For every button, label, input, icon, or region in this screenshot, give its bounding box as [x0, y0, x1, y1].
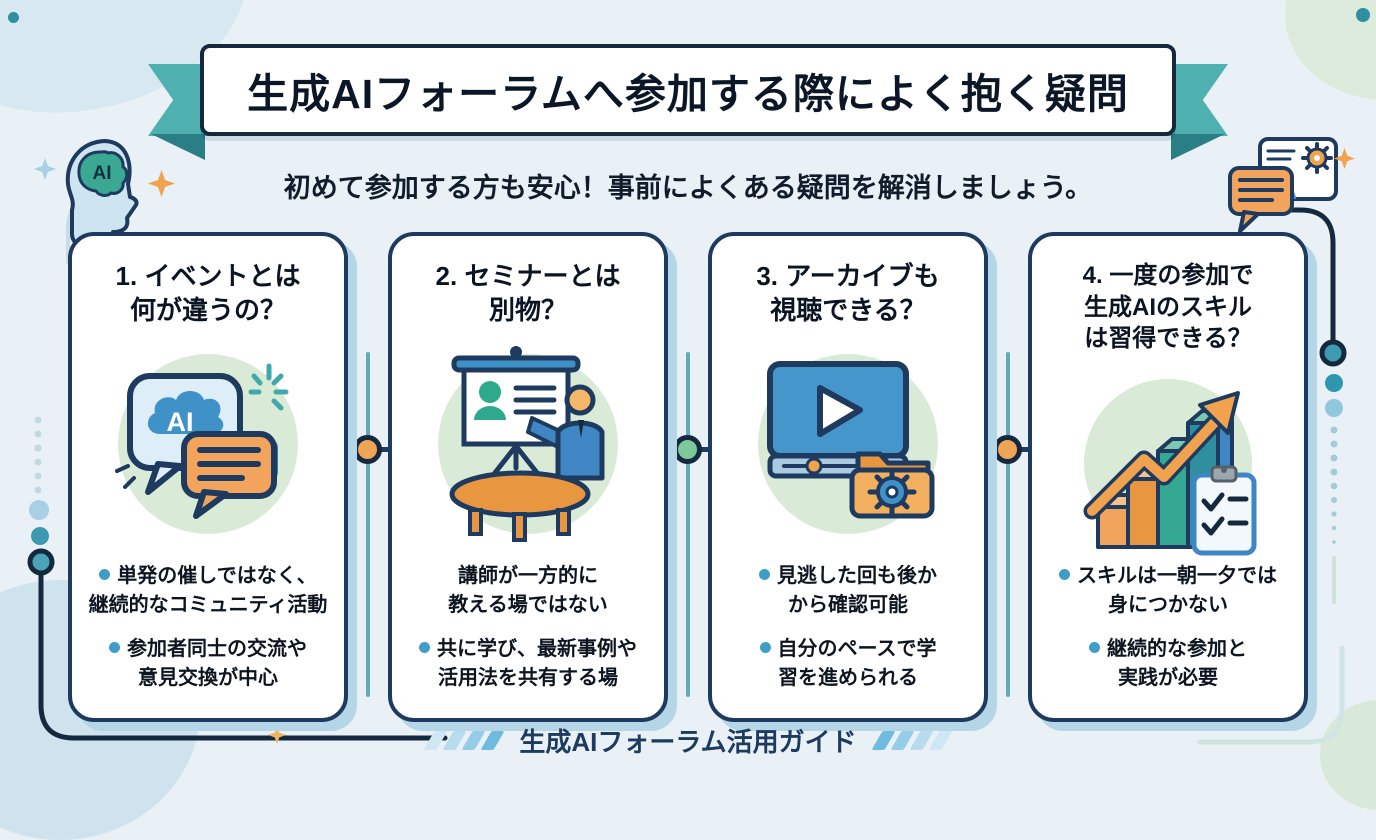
- connector-node: [673, 435, 702, 464]
- bullet-list: スキルは一朝一夕では 身につかない 継続的な参加と 実践が必要: [1059, 562, 1277, 692]
- bullet-text: 意見交換が中心: [138, 666, 278, 689]
- bullet-text: 実践が必要: [1118, 666, 1218, 689]
- card-title: 2. セミナーとは 別物？: [436, 260, 621, 328]
- page-title: 生成AIフォーラムへ参加する際によく抱く疑問: [247, 71, 1129, 117]
- card-title: 4. 一度の参加で 生成AIのスキル は習得できる？: [1083, 260, 1254, 355]
- bullet-item: 参加者同士の交流や 意見交換が中心: [89, 635, 328, 692]
- bullet-item: 自分のペースで学 習を進められる: [759, 635, 937, 692]
- card-title-line: 1. イベントとは: [115, 261, 301, 291]
- corner-dot: [8, 12, 19, 23]
- bullet-dot: [419, 642, 430, 654]
- bullet-dot: [109, 642, 120, 654]
- bullet-dot: [1059, 569, 1070, 581]
- card-question-2: 2. セミナーとは 別物？: [388, 232, 668, 722]
- footer-slashes-right: [871, 731, 953, 750]
- bullet-text: 習を進められる: [778, 666, 918, 689]
- bullet-item: スキルは一朝一夕では 身につかない: [1059, 562, 1277, 619]
- bullet-dot: [759, 569, 770, 581]
- ai-chat-bubbles-graphic: AI: [115, 363, 289, 519]
- gear-icon: [867, 467, 917, 517]
- bullet-text: 身につかない: [1108, 593, 1228, 616]
- card-title-line: 何が違うの？: [129, 294, 286, 325]
- bullet-item: 見逃した回も後か から確認可能: [759, 562, 937, 619]
- bullet-text: 活用法を共有する場: [438, 666, 618, 689]
- connector-node: [353, 435, 382, 464]
- bullet-text: 継続的なコミュニティ活動: [88, 593, 328, 616]
- bullet-text: 教える場ではない: [448, 593, 608, 616]
- bullet-text: 継続的な参加と: [1107, 638, 1247, 661]
- bullet-text: 講師が一方的に: [458, 565, 598, 588]
- seminar-presentation-graphic: [449, 345, 605, 542]
- ai-chat-bubbles-icon: AI: [108, 336, 308, 544]
- card-title-line: 3. アーカイブも: [756, 261, 940, 291]
- growth-stairs-checklist-icon: [1068, 363, 1268, 556]
- card-title: 3. アーカイブも 視聴できる？: [756, 260, 939, 328]
- bullet-text: 参加者同士の交流や: [127, 638, 307, 661]
- footer: 生成AIフォーラム活用ガイド: [0, 722, 1376, 759]
- card-title-line: 2. セミナーとは: [435, 261, 621, 291]
- connector-line-vertical: [1006, 352, 1010, 697]
- footer-label: 生成AIフォーラム活用ガイド: [519, 727, 857, 757]
- seminar-presentation-icon: [428, 336, 628, 544]
- bullet-dot: [1089, 642, 1100, 654]
- connector-line-vertical: [686, 352, 690, 697]
- card-title-line: 視聴できる？: [770, 294, 926, 325]
- bullet-list: 見逃した回も後か から確認可能 自分のペースで学 習を進められる: [759, 562, 937, 692]
- footer-slashes-left: [423, 731, 505, 750]
- title-banner: 生成AIフォーラムへ参加する際によく抱く疑問: [200, 44, 1176, 136]
- card-title-line: は習得できる？: [1084, 325, 1252, 353]
- connector-node: [993, 435, 1022, 464]
- card-question-4: 4. 一度の参加で 生成AIのスキル は習得できる？: [1028, 232, 1308, 722]
- gear-icon: [1301, 142, 1333, 174]
- card-title-line: 別物？: [488, 294, 567, 325]
- bullet-item: 単発の催しではなく、 継続的なコミュニティ活動: [89, 562, 328, 619]
- card-question-1: 1. イベントとは 何が違うの？ AI 単発の: [68, 232, 348, 722]
- bullet-text: 自分のペースで学: [777, 638, 937, 661]
- corner-dot: [1356, 8, 1370, 22]
- bullet-text: 単発の催しではなく、: [117, 565, 317, 588]
- checklist-clipboard: [1191, 465, 1257, 556]
- chat-card-gear-icon: [1228, 137, 1338, 233]
- card-title-line: 生成AIのスキル: [1084, 293, 1252, 321]
- ai-brain-head-icon: AI: [65, 139, 139, 247]
- bullet-text: 共に学び、最新事例や: [437, 638, 637, 661]
- bullet-text: スキルは一朝一夕では: [1077, 565, 1277, 588]
- bullet-dot: [759, 642, 771, 654]
- ai-label: AI: [167, 407, 194, 437]
- subtitle: 初めて参加する方も安心！事前によくある疑問を解消しましょう。: [283, 173, 1093, 203]
- connector-line-vertical: [366, 352, 370, 697]
- video-archive-icon: [748, 336, 948, 544]
- bullet-text: 見逃した回も後か: [777, 565, 937, 588]
- video-archive-graphic: [767, 360, 935, 519]
- card-title-line: 4. 一度の参加で: [1082, 262, 1254, 289]
- bullet-list: 単発の催しではなく、 継続的なコミュニティ活動 参加者同士の交流や 意見交換が中…: [89, 562, 328, 692]
- bullet-text: から確認可能: [788, 593, 908, 616]
- card-question-3: 3. アーカイブも 視聴できる？: [708, 232, 988, 722]
- head-icon-label: AI: [93, 163, 112, 184]
- bullet-list: 講師が一方的に 教える場ではない 共に学び、最新事例や 活用法を共有する場: [419, 562, 637, 692]
- bullet-item: 共に学び、最新事例や 活用法を共有する場: [419, 635, 637, 692]
- bullet-item: 継続的な参加と 実践が必要: [1059, 635, 1277, 692]
- card-title: 1. イベントとは 何が違うの？: [116, 260, 301, 328]
- bullet-dot: [99, 569, 111, 581]
- bullet-item: 講師が一方的に 教える場ではない: [419, 562, 637, 619]
- growth-stairs-graphic: [1083, 391, 1257, 556]
